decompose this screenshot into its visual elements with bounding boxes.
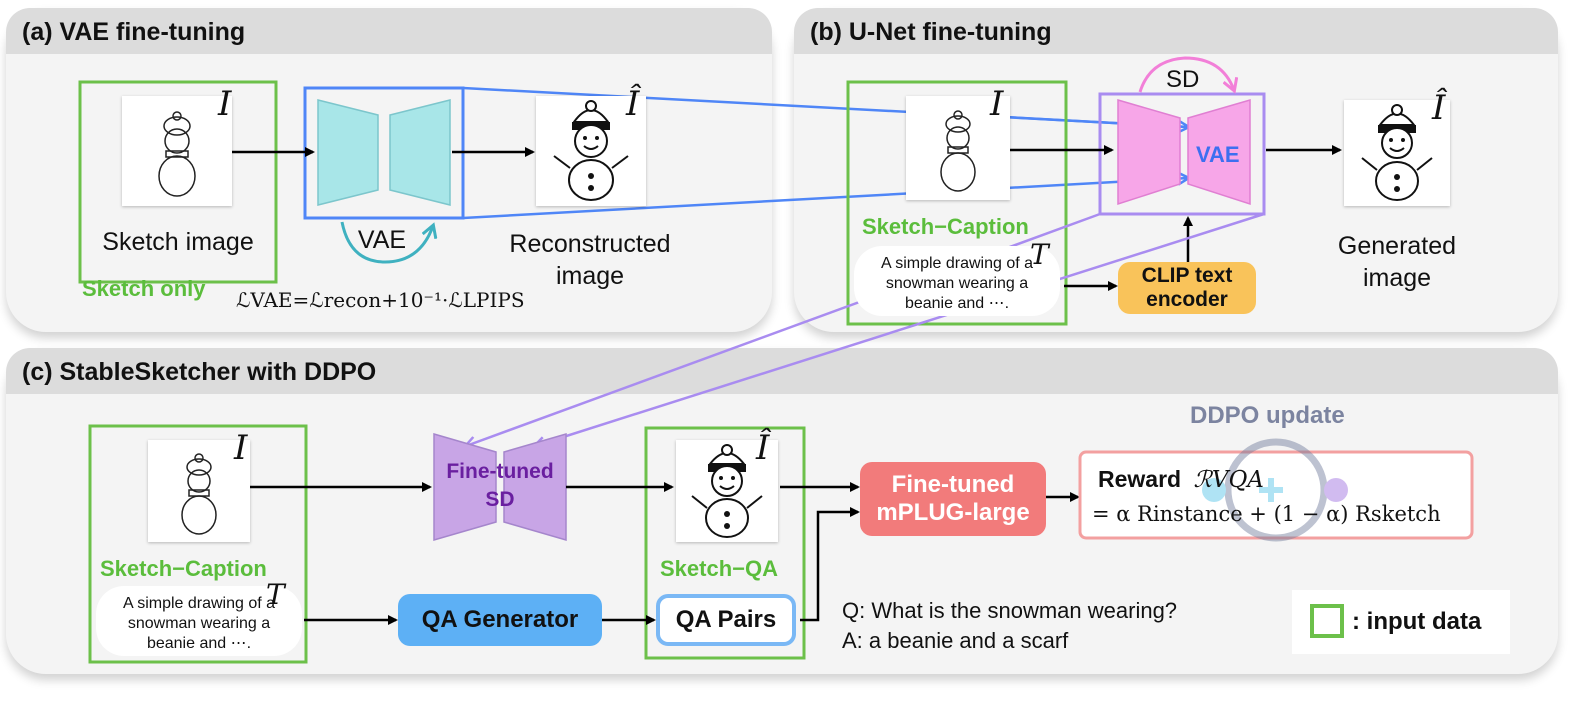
qa-pairs: QA Pairs	[656, 594, 796, 646]
sd-transfer-line-right	[535, 212, 1265, 446]
panel-a-header: (a) VAE fine-tuning	[6, 8, 772, 54]
input-data-box-qa	[644, 426, 806, 660]
reconstructed-label-2: image	[555, 262, 625, 290]
generated-image	[1344, 100, 1450, 206]
sd-loop-arrow	[1138, 56, 1234, 92]
snowman-colored-icon	[553, 100, 629, 201]
finetuned-sd-encoder	[433, 433, 497, 541]
input-data-box-a	[78, 80, 278, 284]
generated-image-c	[676, 440, 778, 542]
vae-label-a: VAE	[357, 226, 407, 254]
caption-bubble-b: A simple drawing of a snowman wearing a …	[854, 246, 1060, 316]
reconstructed-label-1: Reconstructed	[509, 230, 671, 258]
finetuned-mplug: Fine-tuned mPLUG-large	[860, 462, 1046, 536]
sketch-image-a	[122, 96, 232, 206]
mplug-label-2: mPLUG-large	[876, 499, 1030, 526]
reward-symbol: ℛVQA	[1193, 467, 1264, 493]
input-data-box-c	[88, 424, 308, 664]
reconstructed-image	[536, 96, 646, 206]
input-data-box-b	[846, 80, 1068, 326]
unet-box-b	[1098, 92, 1266, 216]
snowman-sketch-icon	[940, 110, 976, 192]
caption-bubble-c: A simple drawing of a snowman wearing a …	[96, 586, 302, 656]
unet-decoder-shape	[1187, 99, 1251, 206]
snowman-sketch-icon	[181, 453, 217, 535]
sketch-caption-tag-b: Sketch−Caption	[862, 214, 1029, 239]
sketch-image-label: Sketch image	[102, 228, 254, 256]
generated-label-1: Generated	[1337, 232, 1457, 260]
reward-label: Reward ℛVQA	[1098, 466, 1264, 493]
vae-loss-formula: ℒVAE=ℒrecon+10⁻¹·ℒLPIPS	[236, 288, 525, 312]
qa-pairs-label: QA Pairs	[675, 606, 777, 633]
sketch-caption-tag-c: Sketch−Caption	[100, 556, 267, 581]
ddpo-update-label: DDPO update	[1190, 402, 1345, 429]
vae-loop-arrow	[340, 221, 433, 264]
finetuned-sd-decoder	[503, 433, 567, 541]
snowman-sketch-icon	[158, 111, 196, 197]
sketch-only-label: Sketch only	[82, 276, 206, 301]
panel-a-title: (a) VAE fine-tuning	[22, 18, 246, 46]
symbol-ihat-a: Î	[626, 84, 640, 124]
symbol-i-b: I	[990, 84, 1004, 124]
qa-generator: QA Generator	[398, 594, 602, 646]
sketch-qa-tag: Sketch−QA	[660, 556, 778, 581]
clip-text-encoder: CLIP text encoder	[1118, 262, 1256, 314]
qa-question: Q: What is the snowman wearing?	[842, 598, 1178, 623]
mplug-label-1: Fine-tuned	[891, 471, 1015, 498]
vae-encoder-shape-a	[317, 99, 379, 206]
reward-box	[1078, 450, 1474, 540]
symbol-i-a: I	[218, 84, 232, 124]
reward-word: Reward	[1098, 466, 1182, 492]
qa-generator-label: QA Generator	[421, 606, 579, 633]
vae-label-b: VAE	[1196, 142, 1240, 167]
generated-label-2: image	[1362, 264, 1432, 292]
symbol-i-c: I	[234, 428, 248, 468]
clip-label-1: CLIP text	[1141, 264, 1233, 287]
legend-swatch	[1310, 604, 1344, 638]
sketch-image-b	[906, 96, 1010, 200]
finetuned-sd-label-1: Fine-tuned	[446, 460, 554, 483]
sketch-image-c	[148, 440, 250, 542]
snowman-colored-icon	[691, 444, 763, 538]
arrow-qa-to-mplug	[800, 507, 860, 622]
caption-text-c: A simple drawing of a snowman wearing a …	[122, 595, 276, 652]
reward-formula: = α Rinstance + (1 − α) Rsketch	[1092, 502, 1441, 526]
vae-decoder-shape-a	[389, 99, 451, 206]
symbol-t-b: T	[1030, 238, 1049, 271]
clip-label-2: encoder	[1146, 288, 1228, 311]
finetuned-sd-label-2: SD	[485, 488, 515, 511]
panel-b-header: (b) U-Net fine-tuning	[794, 8, 1558, 54]
legend-label: : input data	[1352, 608, 1482, 635]
symbol-ihat-c: Î	[756, 428, 770, 468]
sd-label: SD	[1166, 66, 1200, 93]
ddpo-cycle-icon	[1202, 438, 1348, 542]
symbol-t-c: T	[266, 578, 285, 611]
snowman-colored-icon	[1361, 104, 1433, 201]
unet-encoder-shape	[1117, 99, 1181, 206]
symbol-ihat-b: Î	[1432, 88, 1446, 128]
legend-box	[1292, 590, 1510, 654]
qa-answer: A: a beanie and a scarf	[842, 628, 1069, 653]
caption-text-b: A simple drawing of a snowman wearing a …	[880, 255, 1034, 312]
panel-c-title: (c) StableSketcher with DDPO	[22, 358, 377, 386]
panel-b-title: (b) U-Net fine-tuning	[810, 18, 1052, 46]
panel-c-header: (c) StableSketcher with DDPO	[6, 348, 1558, 394]
